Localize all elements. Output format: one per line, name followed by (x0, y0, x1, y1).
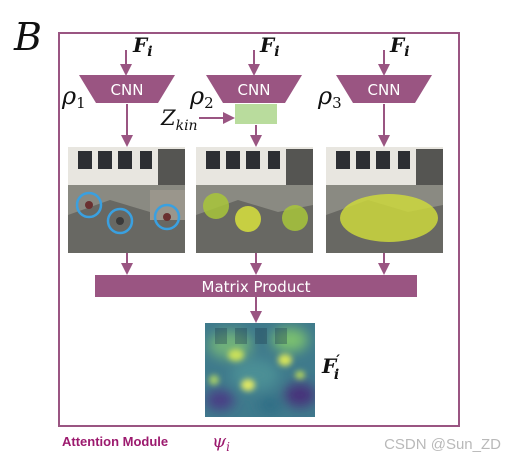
panel-letter: B (13, 15, 42, 59)
cnn-block-3 (336, 75, 432, 103)
rho-label-2: ρ2 (189, 82, 214, 112)
svg-text:Fi: Fi (259, 33, 280, 60)
scene-image-1 (68, 147, 185, 253)
rho-label-1: ρ1 (61, 82, 86, 112)
input-label-2: Fi (259, 33, 280, 60)
input-label-1: Fi (132, 33, 153, 60)
cnn-block-2 (206, 75, 302, 103)
module-frame (58, 32, 460, 427)
attention-module-symbol: ψi (212, 431, 230, 454)
matrix-product-label: Matrix Product (202, 278, 311, 296)
zkin-label: Zkin (160, 106, 198, 134)
output-label: F′i (321, 353, 340, 383)
svg-text:Fi: Fi (132, 33, 153, 60)
rho-label-3: ρ3 (317, 82, 342, 112)
svg-text:Fi: Fi (389, 33, 410, 60)
cnn-label-2: CNN (238, 81, 271, 99)
scene-image-3 (326, 147, 443, 253)
cnn-block-1 (79, 75, 175, 103)
cnn-label-1: CNN (111, 81, 144, 99)
attention-module-label: Attention Module (62, 434, 168, 449)
kinematic-embedding-box (235, 104, 277, 124)
output-heatmap (205, 323, 315, 417)
input-label-3: Fi (389, 33, 410, 60)
scene-image-2 (196, 147, 313, 253)
matrix-product-bar (95, 275, 417, 297)
cnn-label-3: CNN (368, 81, 401, 99)
watermark: CSDN @Sun_ZD (384, 436, 501, 453)
